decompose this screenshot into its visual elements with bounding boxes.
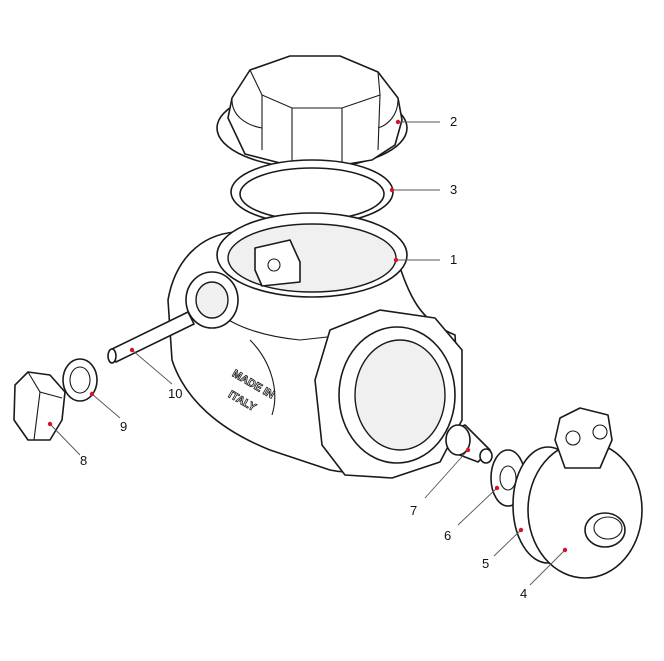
o-ring-part (230, 159, 394, 225)
callout-5: 5 (482, 527, 524, 571)
callout-9: 9 (89, 391, 127, 434)
callout-1: 1 (393, 252, 457, 267)
callout-10: 10 (129, 347, 182, 401)
hinge-pin-part (445, 424, 493, 464)
callout-3: 3 (389, 182, 457, 197)
valve-body-part: MADE IN ITALY (167, 212, 463, 479)
callout-2: 2 (395, 114, 457, 129)
callout-label-7: 7 (410, 503, 417, 518)
callout-8: 8 (47, 421, 87, 468)
callout-4: 4 (520, 547, 568, 601)
callout-label-9: 9 (120, 419, 127, 434)
callout-label-2: 2 (450, 114, 457, 129)
callout-6: 6 (444, 485, 500, 543)
callout-label-8: 8 (80, 453, 87, 468)
callout-label-6: 6 (444, 528, 451, 543)
callout-label-5: 5 (482, 556, 489, 571)
callout-label-10: 10 (168, 386, 182, 401)
callout-label-3: 3 (450, 182, 457, 197)
callout-7: 7 (410, 447, 471, 518)
washer-part (62, 358, 98, 402)
callout-label-4: 4 (520, 586, 527, 601)
callout-label-1: 1 (450, 252, 457, 267)
hex-cap-part (216, 55, 408, 169)
check-disc-part (527, 407, 643, 579)
plug-part (13, 371, 66, 441)
